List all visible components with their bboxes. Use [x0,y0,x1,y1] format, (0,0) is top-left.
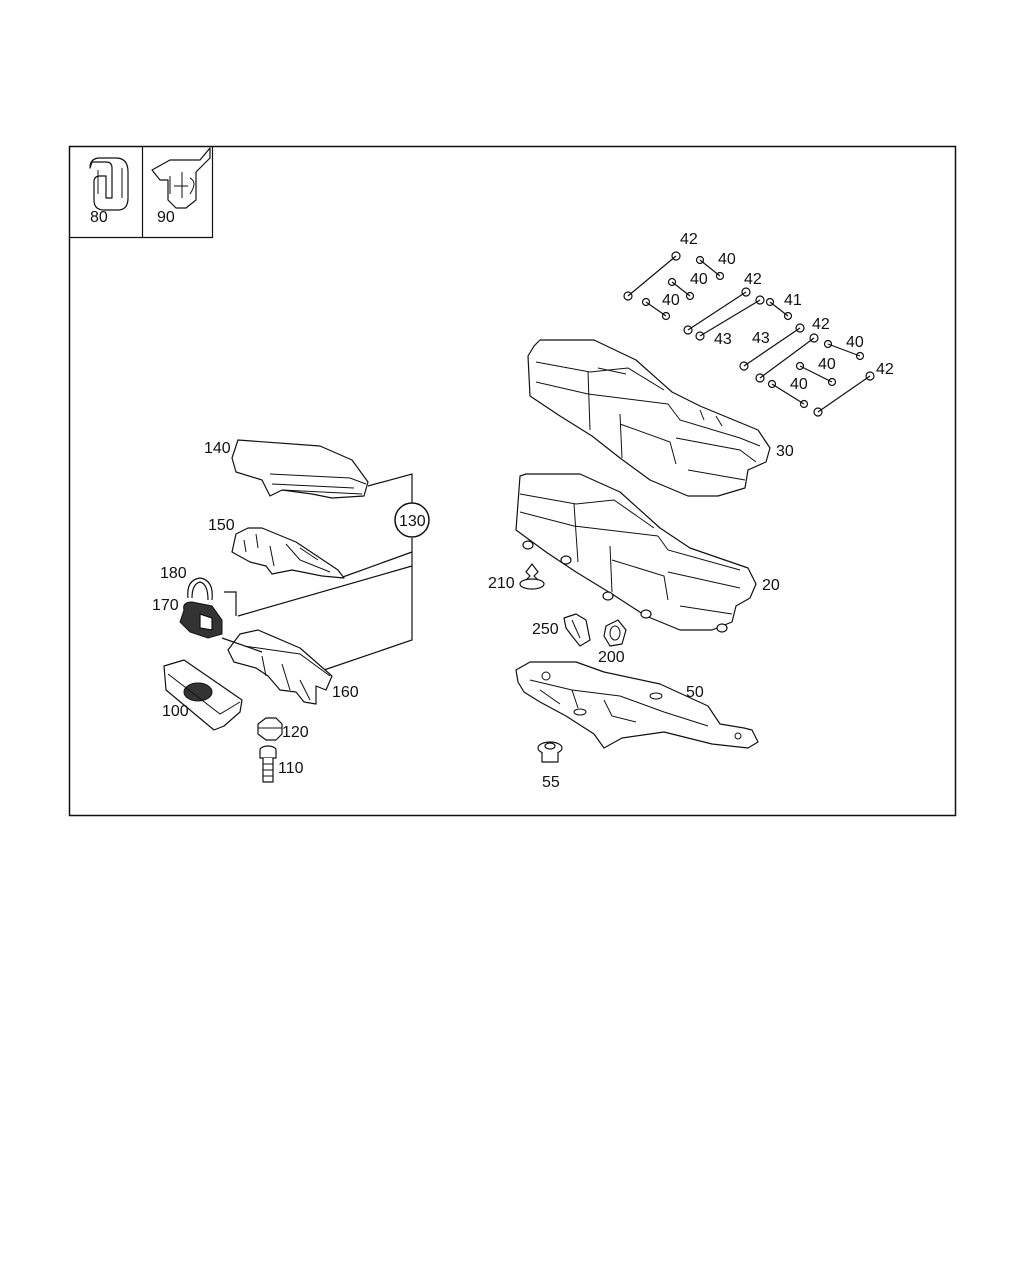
callout-43-b: 43 [752,330,770,347]
callout-140: 140 [204,440,231,457]
cupholder-170 [179,601,223,639]
callout-42-d: 42 [876,361,894,378]
callout-170: 170 [152,597,179,614]
grommet-55 [537,741,563,763]
callout-42-a: 42 [680,231,698,248]
seat-cushion-20 [515,473,757,633]
callout-180: 180 [160,565,187,582]
callout-100: 100 [162,703,189,720]
callout-40-a: 40 [718,251,736,268]
assembly-bracket-130 [224,473,413,671]
push-clip-210 [519,563,545,590]
nut-120 [257,717,283,741]
wire-clips-group: 42 40 40 42 40 41 43 43 42 40 40 40 42 [623,231,894,417]
diagram-frame [68,145,957,817]
callout-40-e: 40 [818,356,836,373]
armrest-cover-140 [231,439,369,499]
armrest-frame-150 [231,527,345,579]
callout-40-d: 40 [846,334,864,351]
callout-55: 55 [542,774,560,791]
callout-120: 120 [282,724,309,741]
bolt-110 [259,745,277,783]
callout-42-b: 42 [744,271,762,288]
callout-41: 41 [784,292,802,309]
callout-200: 200 [598,649,625,666]
callout-40-b: 40 [690,271,708,288]
callout-150: 150 [208,517,235,534]
callout-130: 130 [399,513,426,530]
callout-50: 50 [686,684,704,701]
seat-pan-50 [515,661,759,749]
callout-130-circle [394,502,430,538]
tray-100 [163,659,243,731]
armrest-support-160 [221,629,333,705]
inset-panel: 80 90 [69,146,214,239]
clip-180 [187,577,213,601]
callout-30: 30 [776,443,794,460]
cover-250 [563,613,591,647]
callout-40-c: 40 [662,292,680,309]
clip-80-icon [89,157,129,211]
callout-42-c: 42 [812,316,830,333]
callout-43-a: 43 [714,331,732,348]
callout-110: 110 [278,760,304,777]
clip-200 [603,619,627,647]
inset-label-90: 90 [157,209,175,226]
callout-20: 20 [762,577,780,594]
callout-250: 250 [532,621,559,638]
clip-90-icon [151,147,211,209]
seat-cover-30 [527,339,771,497]
inset-label-80: 80 [90,209,108,226]
callout-210: 210 [488,575,515,592]
callout-40-f: 40 [790,376,808,393]
callout-160: 160 [332,684,359,701]
